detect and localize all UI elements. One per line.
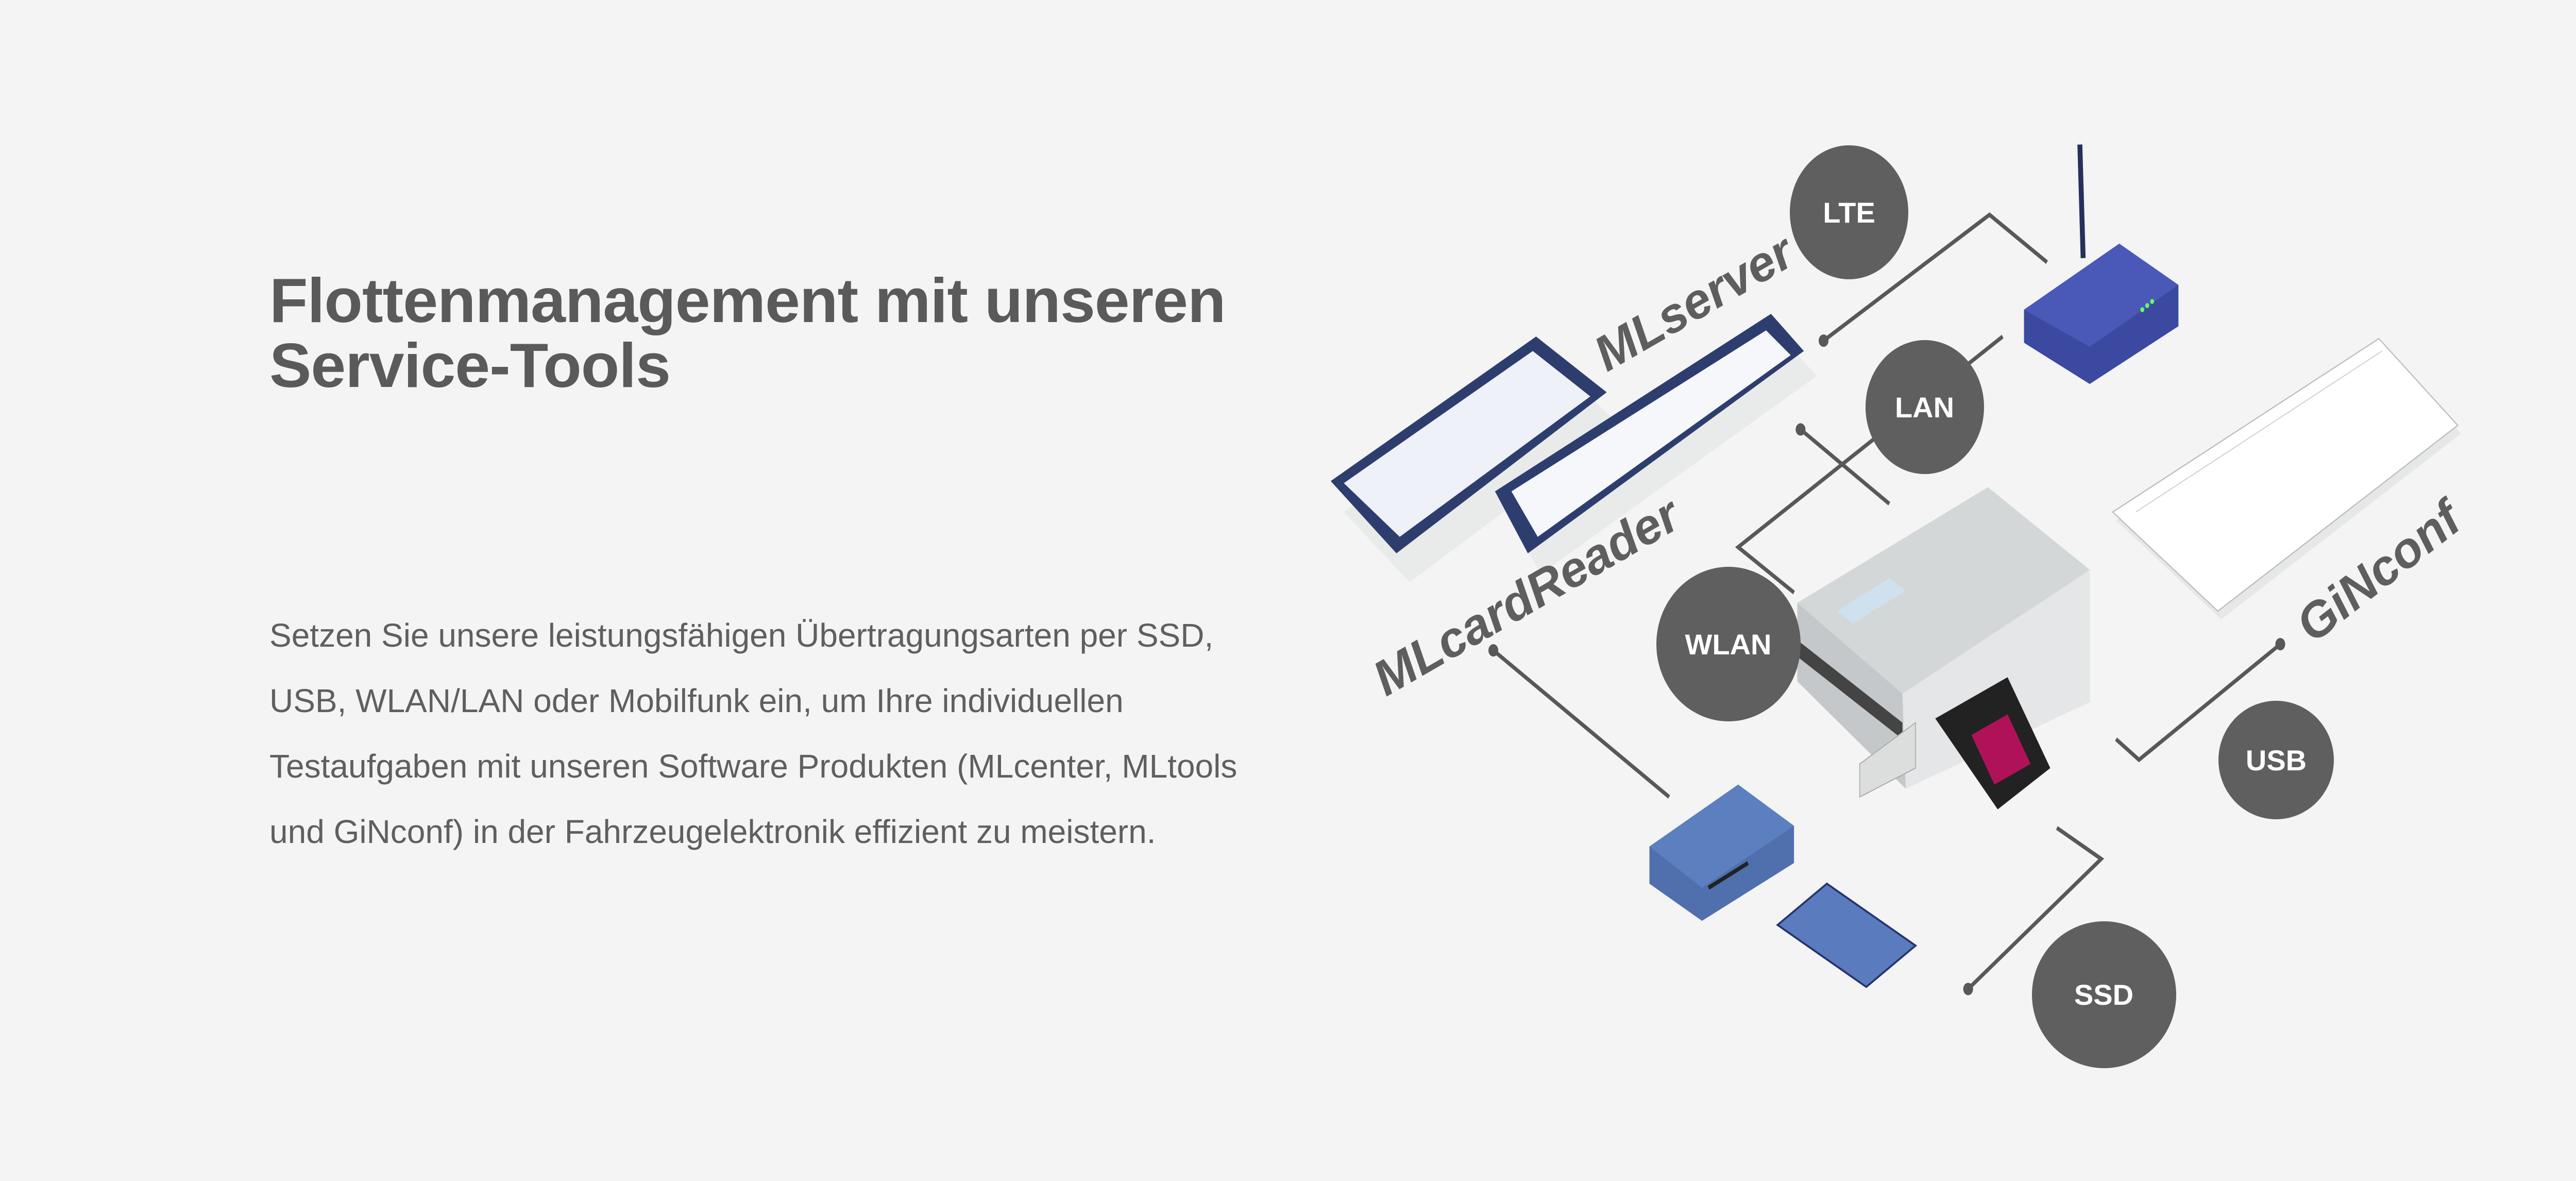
lte-bubble: LTE bbox=[1790, 145, 1908, 279]
page-title: Flottenmanagement mit unseren Service-To… bbox=[269, 268, 1226, 398]
lte-label: LTE bbox=[1823, 196, 1875, 229]
ssd-bubble: SSD bbox=[2031, 921, 2176, 1068]
sd-card bbox=[1776, 882, 1918, 988]
usb-label: USB bbox=[2245, 744, 2307, 777]
wlan-label: WLAN bbox=[1685, 628, 1772, 661]
title-line-2: Service-Tools bbox=[269, 330, 671, 400]
lan-label: LAN bbox=[1894, 391, 1955, 424]
description-text: Setzen Sie unsere leistungsfähigen Übert… bbox=[269, 617, 1238, 850]
lan-bubble: LAN bbox=[1865, 340, 1984, 474]
connector-dots bbox=[1488, 334, 2285, 996]
mlserver-tablet bbox=[1495, 314, 1817, 574]
usb-bubble: USB bbox=[2218, 701, 2334, 819]
lte-router bbox=[2024, 144, 2179, 384]
title-line-1: Flottenmanagement mit unseren bbox=[269, 265, 1226, 335]
ssd-label: SSD bbox=[2074, 978, 2134, 1011]
ginconf-screen bbox=[2111, 338, 2461, 620]
card-reader bbox=[1649, 784, 1794, 921]
wlan-bubble: WLAN bbox=[1656, 567, 1801, 721]
datalogger-device bbox=[1797, 487, 2090, 809]
mlcardreader-tablet bbox=[1330, 336, 1620, 582]
